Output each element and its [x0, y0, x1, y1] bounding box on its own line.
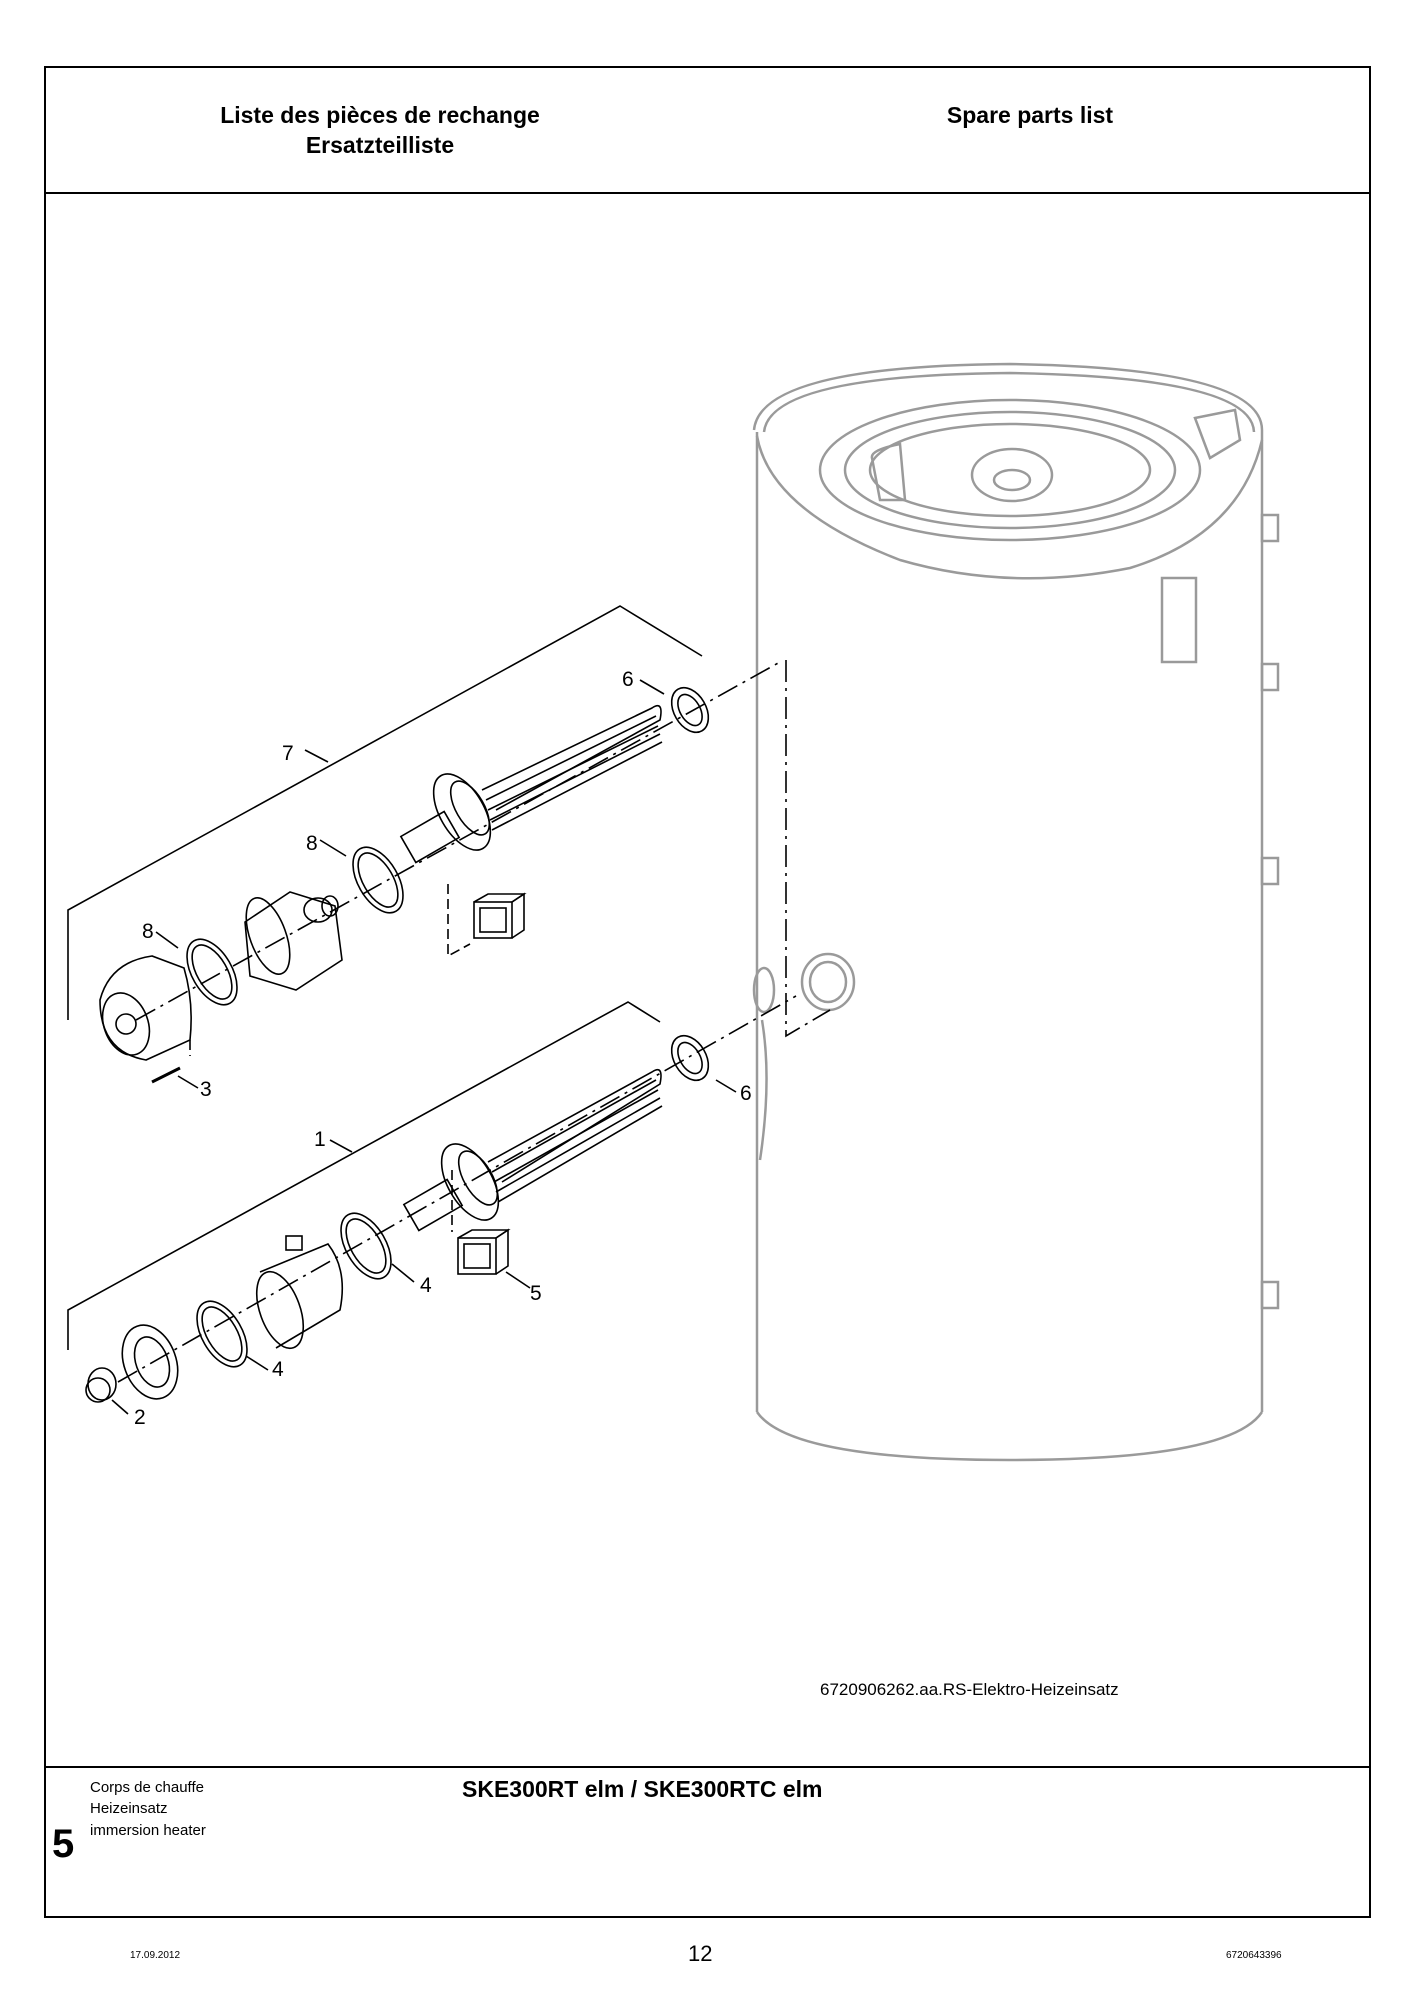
section-label-fr: Corps de chauffe [90, 1779, 204, 1796]
title-german: Ersatzteilliste [305, 132, 455, 158]
axis-lower [117, 995, 797, 1383]
callout-4-upper: 4 [420, 1274, 432, 1297]
header-divider [44, 192, 1371, 194]
heating-element-1 [402, 1068, 663, 1232]
callout-2: 2 [134, 1406, 146, 1429]
heating-element-7 [399, 704, 663, 864]
callout-8-lower: 8 [142, 920, 154, 943]
model-title: SKE300RT elm / SKE300RTC elm [462, 1776, 823, 1802]
page-number: 12 [688, 1941, 713, 1966]
callout-3: 3 [200, 1078, 212, 1101]
o-ring-4-lower [196, 1300, 248, 1368]
title-french: Liste des pièces de rechange [220, 102, 540, 128]
gasket-6-lower [670, 1034, 710, 1082]
drawing-reference: 6720906262.aa.RS-Elektro-Heizeinsatz [820, 1680, 1119, 1699]
bracket-lower [67, 1001, 661, 1350]
section-label-en: immersion heater [90, 1822, 206, 1839]
page-frame [44, 66, 1371, 1918]
section-number: 5 [52, 1822, 75, 1866]
callout-5: 5 [530, 1282, 542, 1305]
housing-upper [244, 891, 343, 991]
callout-6-upper: 6 [622, 668, 634, 691]
o-ring-4-upper [340, 1212, 392, 1280]
section-label-de: Heizeinsatz [90, 1800, 168, 1817]
axis-upper [135, 661, 781, 1021]
o-ring-8-lower [186, 938, 238, 1006]
callout-8-upper: 8 [306, 832, 318, 855]
knob-2 [85, 1367, 117, 1403]
title-english: Spare parts list [946, 102, 1114, 128]
water-tank-drawing [752, 362, 1280, 1462]
bracket-upper [67, 605, 703, 1020]
cap-upper [99, 955, 192, 1061]
callout-4-lower: 4 [272, 1358, 284, 1381]
terminal-block-lower [457, 1228, 511, 1275]
terminal-block-upper [473, 892, 527, 939]
screw-3 [151, 1066, 181, 1084]
cylinder-lower [255, 1235, 344, 1350]
gasket-6-upper [670, 686, 710, 734]
o-ring-8-upper [352, 846, 404, 914]
document-number: 6720643396 [1226, 1950, 1282, 1961]
callout-7: 7 [282, 742, 294, 765]
footer-divider [44, 1766, 1371, 1768]
flange-plate-lower [121, 1324, 179, 1400]
callout-1: 1 [314, 1128, 326, 1151]
callout-6-lower: 6 [740, 1082, 752, 1105]
print-date: 17.09.2012 [130, 1950, 181, 1961]
